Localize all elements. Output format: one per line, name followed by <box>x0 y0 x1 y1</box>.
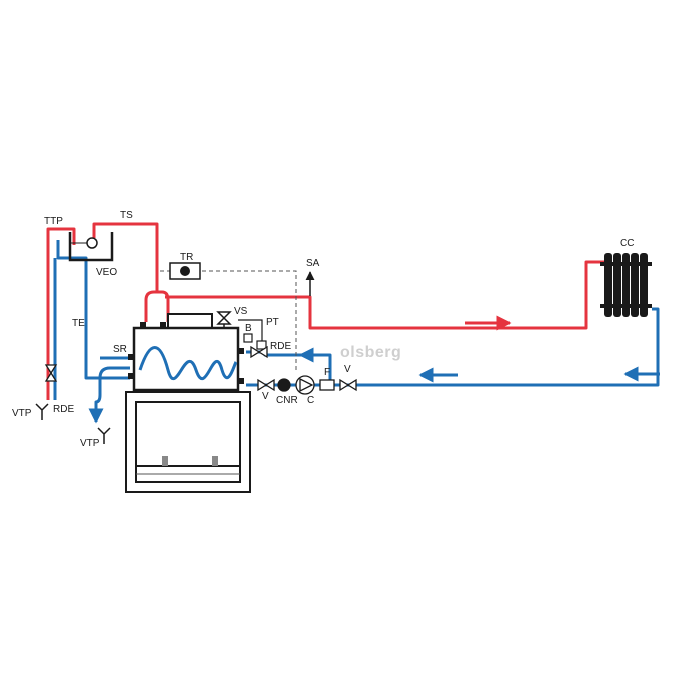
label-pt: PT <box>266 317 279 328</box>
ts-pipe <box>92 222 159 292</box>
rde-left-valve <box>44 364 58 382</box>
label-ts: TS <box>120 210 133 221</box>
label-f: F <box>324 367 330 378</box>
label-tr: TR <box>180 252 193 263</box>
label-sa: SA <box>306 258 320 269</box>
vtp-left-drain-icon <box>35 403 49 420</box>
return-fittings <box>257 375 357 395</box>
label-c: C <box>307 395 314 406</box>
label-ttp: TTP <box>44 216 63 227</box>
float-valve-icon <box>86 237 98 249</box>
boiler-top-loop <box>144 290 170 322</box>
label-rde-left: RDE <box>53 404 74 415</box>
label-rde-right: RDE <box>270 341 291 352</box>
label-vtp-bottom: VTP <box>80 438 100 449</box>
heat-exchanger-coil <box>138 346 238 380</box>
vtp-bottom-drain-icon <box>97 427 111 444</box>
label-sr: SR <box>113 344 127 355</box>
label-cnr: CNR <box>276 395 298 406</box>
label-v-left: V <box>262 391 269 402</box>
label-v-right: V <box>344 364 351 375</box>
label-veo: VEO <box>96 267 117 278</box>
label-te: TE <box>72 318 85 329</box>
stove <box>125 313 251 493</box>
thermostat-tr <box>169 262 201 280</box>
sr-drain-pipe <box>94 366 130 418</box>
watermark-text: olsberg <box>340 344 401 361</box>
hot-flow-pipe <box>165 260 604 330</box>
pressure-gauge-pt <box>238 319 267 350</box>
rde-right-valve <box>250 345 268 359</box>
safety-valve-vs <box>216 311 232 328</box>
label-b: B <box>245 323 252 334</box>
label-vtp-left: VTP <box>12 408 32 419</box>
ttp-pipe <box>46 227 76 400</box>
label-vs: VS <box>234 306 248 317</box>
hot-pipes <box>46 222 604 400</box>
expansion-tank <box>68 232 114 262</box>
label-cc: CC <box>620 238 634 249</box>
radiator-cc <box>600 253 652 317</box>
